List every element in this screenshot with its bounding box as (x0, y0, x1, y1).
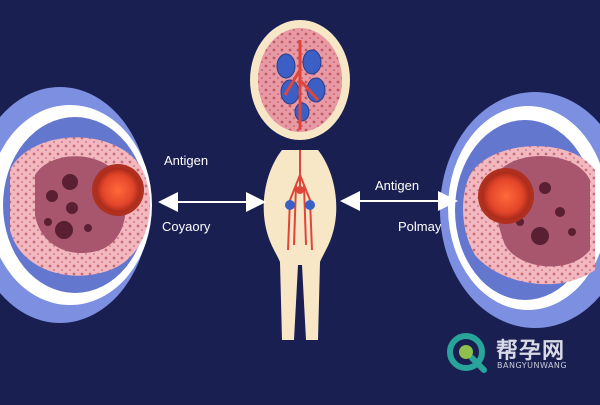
body-right-node (305, 200, 315, 210)
body-figure (263, 150, 337, 340)
right-cell (440, 92, 600, 328)
label-right-secondary: Polmay (398, 219, 442, 234)
watermark-text: 帮孕网 (496, 339, 566, 364)
left-cell-nucleus (96, 168, 140, 212)
label-right-antigen: Antigen (375, 178, 420, 193)
watermark-subtext: BANGYUNWANG (497, 361, 568, 370)
body-silhouette (263, 150, 337, 340)
body-left-node (285, 200, 295, 210)
left-cell (0, 87, 152, 323)
label-left-antigen: Antigen (164, 153, 209, 168)
watermark-logo-icon (447, 333, 487, 373)
label-left-secondary: Coyaory (162, 219, 211, 234)
right-cell-nucleus (482, 172, 530, 220)
top-cell (250, 20, 350, 140)
